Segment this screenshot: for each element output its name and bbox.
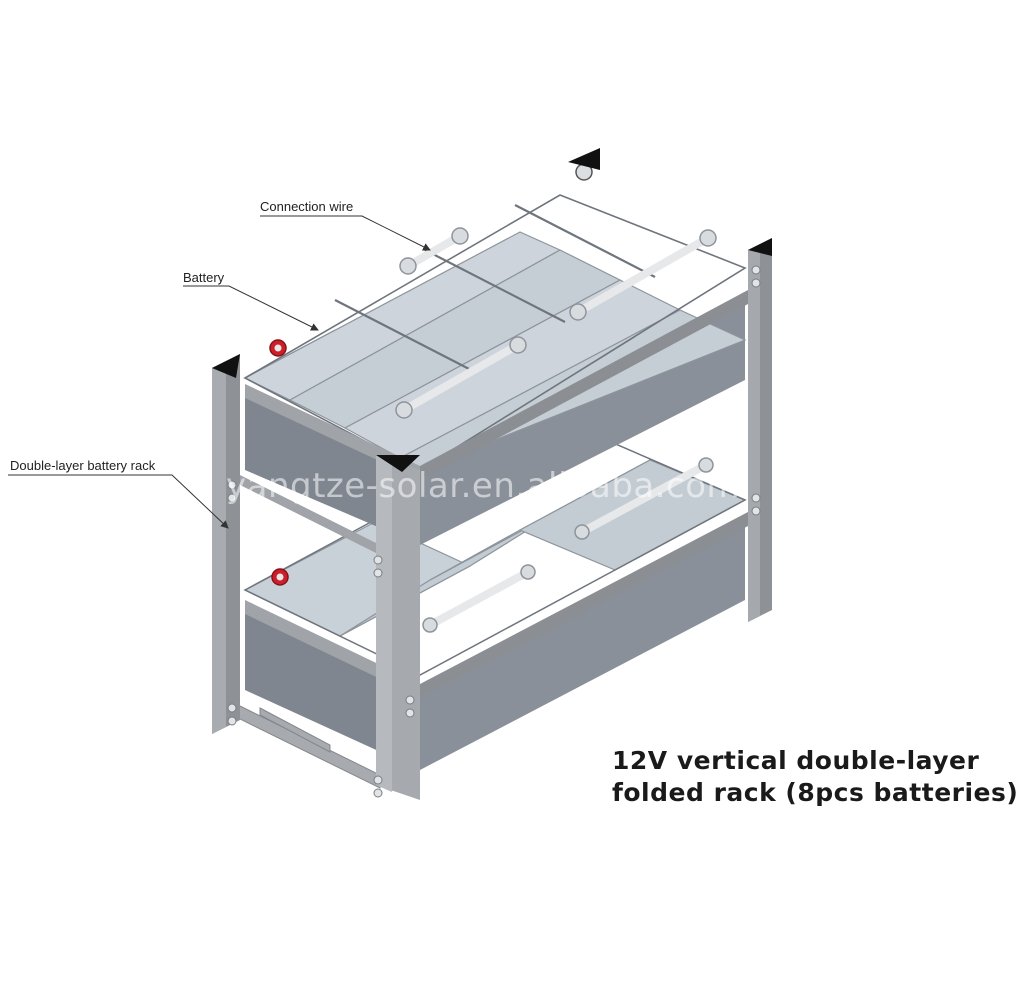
rack-bolts: [227, 265, 761, 798]
upper-layer: [240, 163, 748, 555]
caption-line-2: folded rack (8pcs batteries): [612, 778, 1018, 807]
lower-layer: [243, 419, 748, 770]
leader-lines: [8, 215, 431, 529]
connection-wire-label: Connection wire: [260, 199, 354, 214]
lower-battery-side: [420, 520, 745, 770]
rack-label: Double-layer battery rack: [10, 458, 156, 473]
battery-label: Battery: [183, 270, 225, 285]
watermark: yangtze-solar.en.alibaba.com: [226, 466, 741, 506]
rack-post-front-left: [212, 354, 240, 734]
lower-connection-wires: [426, 461, 710, 629]
rack-corner-caps: [568, 148, 772, 256]
caption: 12V vertical double-layer folded rack (8…: [612, 745, 1018, 809]
rack-post-back-right: [748, 238, 772, 622]
upper-connection-wires: [400, 232, 712, 414]
rack-post-front-right: [376, 455, 420, 800]
caption-line-1: 12V vertical double-layer: [612, 746, 980, 775]
